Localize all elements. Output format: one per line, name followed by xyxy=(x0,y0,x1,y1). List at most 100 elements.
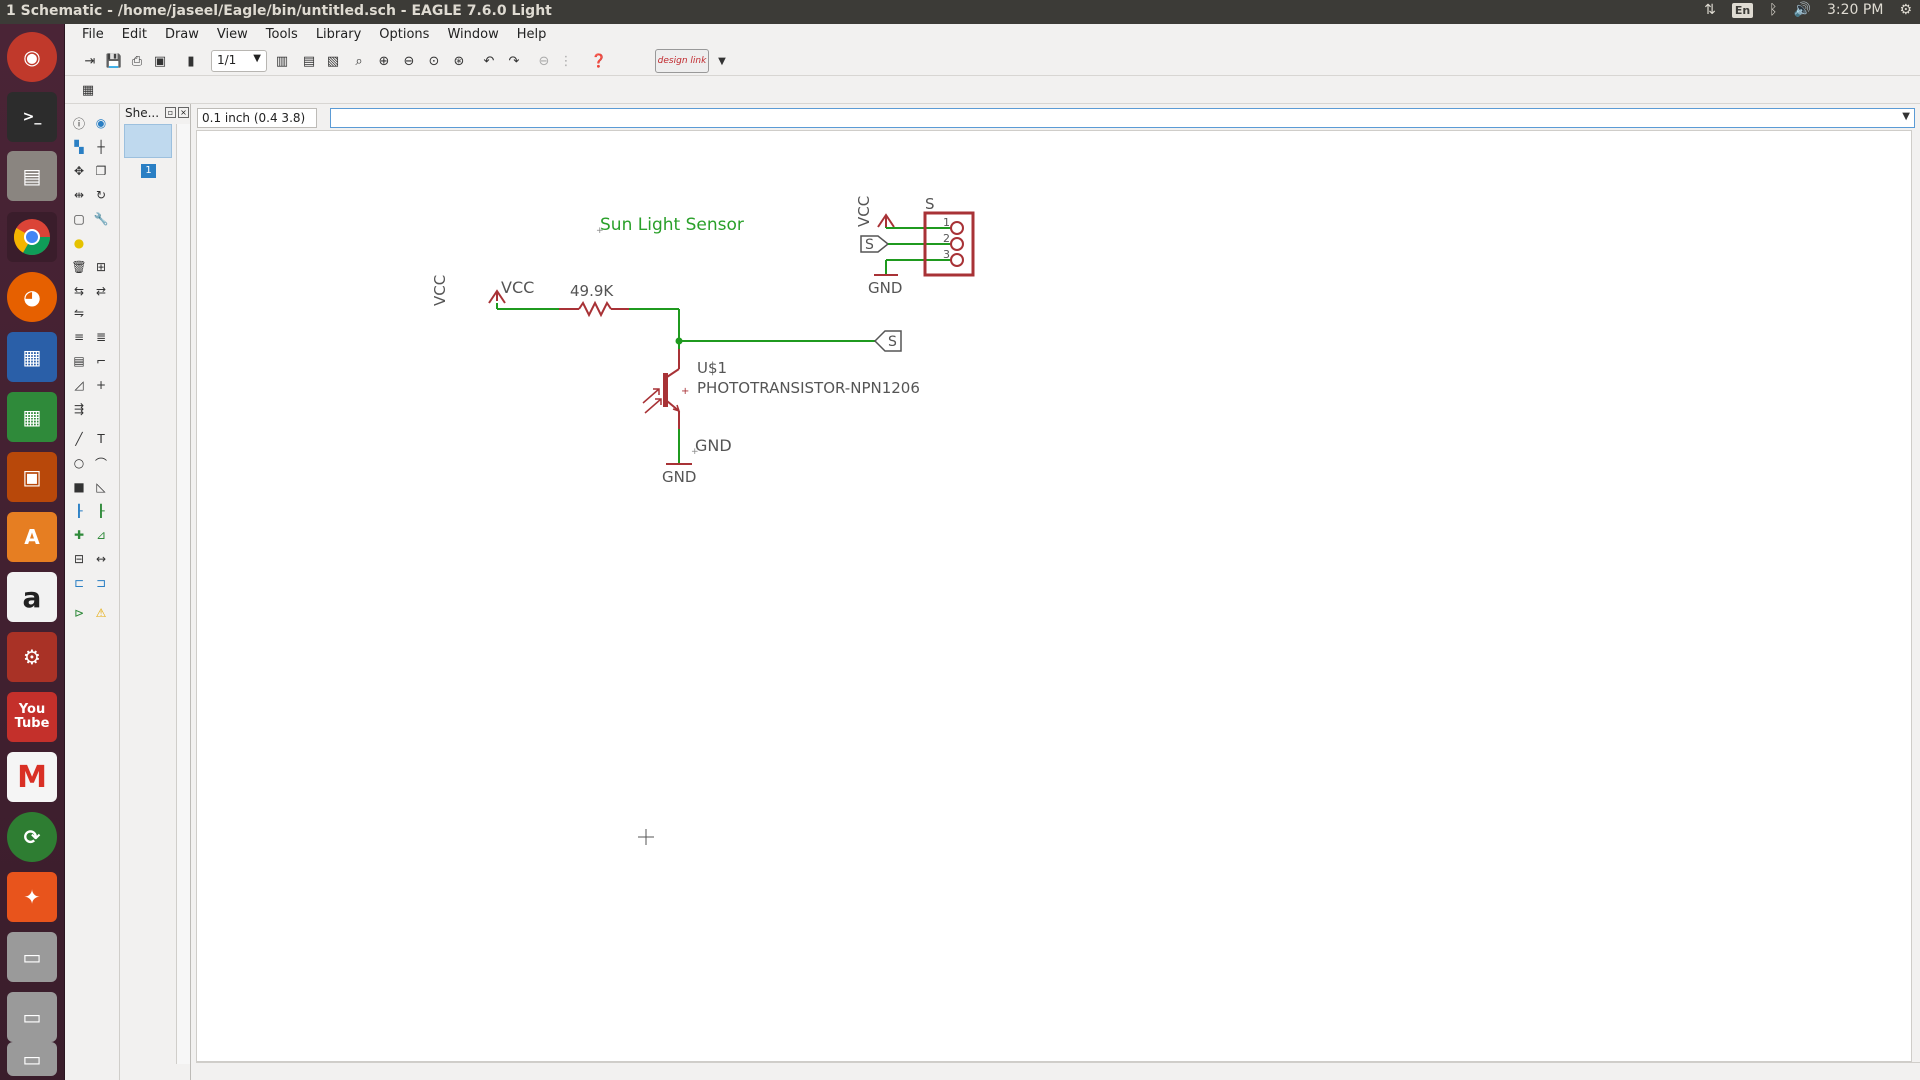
grid-icon[interactable]: ▦ xyxy=(81,82,95,98)
erc-icon[interactable]: ⊳ xyxy=(73,606,85,620)
float-panel-icon[interactable]: ▫ xyxy=(165,107,176,118)
move-icon[interactable]: ✥ xyxy=(73,164,85,178)
mirror-icon[interactable]: ⇹ xyxy=(73,188,85,202)
label-icon[interactable]: ⊿ xyxy=(95,528,107,542)
drive-3-icon[interactable]: ▭ xyxy=(7,1042,57,1076)
connector-pin-1[interactable] xyxy=(950,221,964,235)
calc-icon[interactable]: ▦ xyxy=(7,392,57,442)
module-icon[interactable]: ⊐ xyxy=(95,576,107,590)
volume-icon[interactable]: 🔊 xyxy=(1793,2,1812,18)
keyboard-layout-indicator[interactable]: En xyxy=(1731,2,1754,18)
name-icon[interactable]: ≡ xyxy=(73,330,85,344)
ubuntu-dash-icon[interactable]: ◉ xyxy=(7,32,57,82)
designlink-button[interactable]: design link xyxy=(655,49,709,73)
sheets-scrollbar[interactable] xyxy=(176,124,190,1064)
signal-net-label-shape[interactable] xyxy=(873,330,902,352)
rect-icon[interactable]: ■ xyxy=(73,480,85,494)
command-line-input[interactable]: ▼ xyxy=(330,108,1915,128)
connector-gnd-label[interactable]: GND xyxy=(868,279,902,297)
help-icon[interactable]: ❓ xyxy=(590,53,608,69)
transistor-name[interactable]: U$1 xyxy=(697,359,727,377)
stop-icon[interactable]: ⊖ xyxy=(538,53,550,69)
info-icon[interactable]: ⓘ xyxy=(72,116,85,131)
terminal-icon[interactable]: >_ xyxy=(7,92,57,142)
menu-window[interactable]: Window xyxy=(447,27,499,42)
drive-1-icon[interactable]: ▭ xyxy=(7,932,57,982)
connector-body[interactable] xyxy=(923,211,975,277)
vcc-supply-label[interactable]: VCC xyxy=(431,275,449,306)
gnd-net-label[interactable]: GND xyxy=(695,436,732,455)
pinswap-icon[interactable]: ⇆ xyxy=(73,284,85,298)
vcc-value-label[interactable]: VCC xyxy=(501,278,534,297)
clock[interactable]: 3:20 PM xyxy=(1827,2,1884,18)
transistor-value[interactable]: PHOTOTRANSISTOR-NPN1206 xyxy=(697,379,920,397)
menu-options[interactable]: Options xyxy=(379,27,430,42)
redo-icon[interactable]: ↷ xyxy=(508,53,520,69)
rotate-icon[interactable]: ↻ xyxy=(95,188,107,202)
amazon-icon[interactable]: a xyxy=(7,572,57,622)
menu-edit[interactable]: Edit xyxy=(121,27,147,42)
text-icon[interactable]: T xyxy=(97,432,105,446)
replace-icon[interactable]: ⇄ xyxy=(95,284,107,298)
connector-pin-2[interactable] xyxy=(950,237,964,251)
smash-icon[interactable]: ▤ xyxy=(73,354,85,368)
schematic-canvas[interactable]: Sun Light Sensor + VCC VCC 49.9K S U$1 xyxy=(196,130,1912,1062)
menu-view[interactable]: View xyxy=(216,27,248,42)
files-icon[interactable]: ▤ xyxy=(7,151,57,201)
menu-file[interactable]: File xyxy=(82,27,104,42)
undo-icon[interactable]: ↶ xyxy=(483,53,495,69)
signal-net-label[interactable]: S xyxy=(888,334,897,350)
zoom-redraw-icon[interactable]: ⊙ xyxy=(428,53,440,69)
value-icon[interactable]: ≣ xyxy=(95,330,107,344)
menu-tools[interactable]: Tools xyxy=(265,27,298,42)
resistor-symbol[interactable] xyxy=(578,300,612,318)
connector-pin-3[interactable] xyxy=(950,253,964,267)
circle-icon[interactable]: ○ xyxy=(73,456,85,470)
open-icon[interactable]: ⇥ xyxy=(84,53,96,69)
gear-icon[interactable]: ⚙ xyxy=(1899,2,1912,18)
dimension-icon[interactable]: ↔ xyxy=(95,552,107,566)
title-text[interactable]: Sun Light Sensor xyxy=(600,215,744,235)
software-center-icon[interactable]: A xyxy=(7,512,57,562)
group-icon[interactable]: ▢ xyxy=(73,212,85,226)
connector-name[interactable]: S xyxy=(925,195,935,213)
writer-icon[interactable]: ▦ xyxy=(7,332,57,382)
zoom-select-icon[interactable]: ⊛ xyxy=(453,53,465,69)
split-icon[interactable]: ◿ xyxy=(74,378,84,392)
connector-signal-label[interactable]: S xyxy=(865,237,874,253)
board-icon[interactable]: ▤ xyxy=(302,53,316,69)
frame-icon[interactable]: ⊏ xyxy=(73,576,85,590)
canvas-horizontal-scrollbar[interactable] xyxy=(196,1062,1920,1074)
wire-icon[interactable]: ╱ xyxy=(75,432,83,446)
polygon-icon[interactable]: ◺ xyxy=(96,480,106,494)
bluetooth-icon[interactable]: ᛒ xyxy=(1769,2,1778,18)
drive-2-icon[interactable]: ▭ xyxy=(7,992,57,1042)
layer-icon[interactable]: ▧ xyxy=(326,53,340,69)
net-icon[interactable]: ┠ xyxy=(97,504,105,518)
system-settings-icon[interactable]: ⚙ xyxy=(7,632,57,682)
menu-help[interactable]: Help xyxy=(516,27,547,42)
close-panel-icon[interactable]: × xyxy=(178,107,189,118)
designlink-dropdown-icon[interactable]: ▼ xyxy=(718,55,726,67)
miter-icon[interactable]: ⌐ xyxy=(95,354,107,368)
bus-icon[interactable]: ┠ xyxy=(75,504,83,518)
delete-icon[interactable]: 🗑 xyxy=(71,260,87,274)
show-icon[interactable]: ◉ xyxy=(95,116,107,130)
canvas-vertical-scrollbar[interactable] xyxy=(1912,130,1920,1062)
optimize-icon[interactable]: ⇶ xyxy=(73,402,85,416)
software-updater-icon[interactable]: ⟳ xyxy=(7,812,57,862)
sheet-thumbnail[interactable] xyxy=(124,124,172,158)
impress-icon[interactable]: ▣ xyxy=(7,452,57,502)
zoom-fit-icon[interactable]: ⌕ xyxy=(355,53,363,69)
change-icon[interactable]: 🔧 xyxy=(93,212,109,226)
invoke-icon[interactable]: + xyxy=(95,378,107,392)
gmail-icon[interactable]: M xyxy=(7,752,57,802)
youtube-icon[interactable]: You Tube xyxy=(7,692,57,742)
display-icon[interactable]: ▚ xyxy=(74,140,84,154)
resistor-value[interactable]: 49.9K xyxy=(570,282,614,300)
firefox-icon[interactable]: ◕ xyxy=(7,272,57,322)
connector-signal-label-shape[interactable] xyxy=(860,235,890,253)
menu-library[interactable]: Library xyxy=(315,27,362,42)
chrome-icon[interactable] xyxy=(7,212,57,262)
gateswap-icon[interactable]: ⇋ xyxy=(73,306,85,320)
